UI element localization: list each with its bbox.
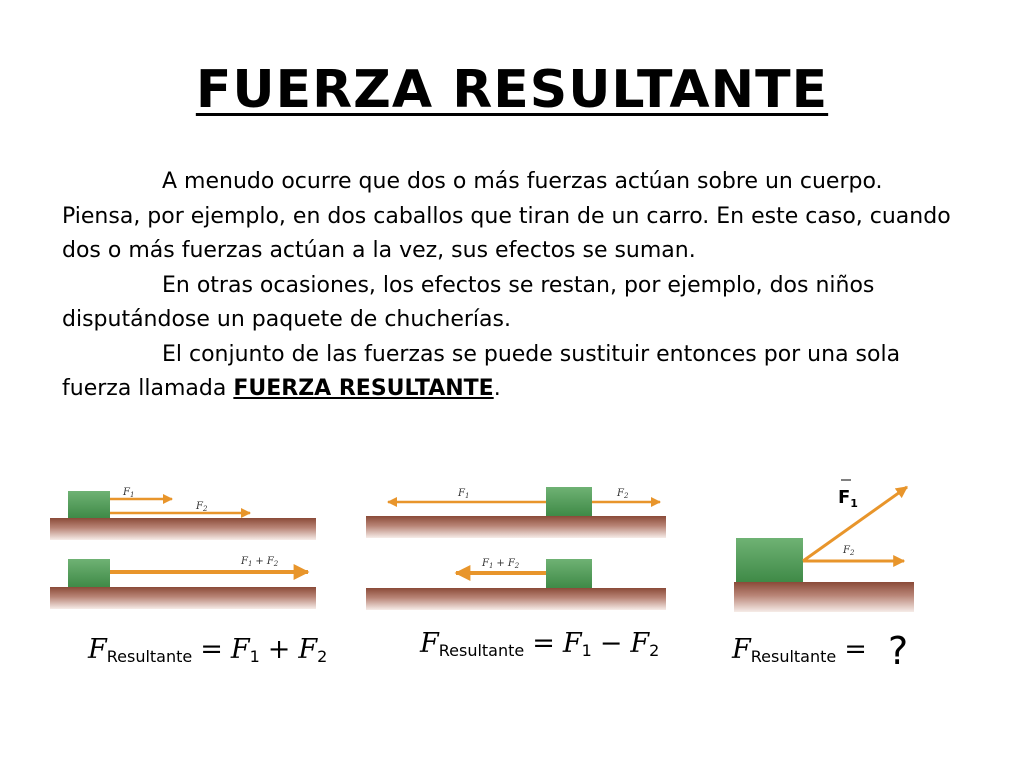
- question-mark: ?: [888, 629, 908, 673]
- label-f1: F1: [457, 488, 469, 500]
- diagram-angled: F1 F2 FResultante= ?: [731, 479, 914, 673]
- diagram-sum: F1 F2 F1+F2 FResultante=F1+F2: [50, 487, 327, 666]
- ground-surface: [734, 582, 914, 612]
- paragraph-1: A menudo ocurre que dos o más fuerzas ac…: [62, 169, 951, 263]
- label-f1: F1: [122, 487, 134, 499]
- body-text: A menudo ocurre que dos o más fuerzas ac…: [62, 165, 962, 407]
- paragraph-2: En otras ocasiones, los efectos se resta…: [62, 272, 875, 333]
- formula-sum: FResultante=F1+F2: [87, 634, 327, 666]
- paragraph-3: El conjunto de las fuerzas se puede sust…: [62, 338, 962, 407]
- label-f1-plus-f2: F1+F2: [481, 558, 520, 570]
- block: [546, 487, 592, 516]
- paragraph-3-text: El conjunto de las fuerzas se puede sust…: [62, 341, 901, 402]
- ground-surface: [50, 518, 316, 540]
- block: [736, 538, 803, 582]
- page-title: FUERZA RESULTANTE: [0, 60, 1024, 120]
- label-f2: F2: [842, 545, 855, 557]
- formula-unknown: FResultante=: [731, 634, 867, 666]
- diagram-difference: F1 F2 F1+F2 FResultante=F1−F2: [366, 487, 666, 660]
- block: [68, 491, 110, 518]
- title-text: FUERZA RESULTANTE: [195, 60, 829, 120]
- formula-difference: FResultante=F1−F2: [419, 628, 659, 660]
- ground-surface: [50, 587, 316, 609]
- block: [546, 559, 592, 588]
- ground-surface: [366, 588, 666, 610]
- block: [68, 559, 110, 587]
- label-f1-large: F1: [838, 487, 858, 510]
- label-f2: F2: [616, 488, 629, 500]
- paragraph-3-emphasis: FUERZA RESULTANTE: [233, 376, 494, 401]
- paragraph-3-end: .: [493, 376, 501, 401]
- ground-surface: [366, 516, 666, 538]
- label-f2: F2: [195, 501, 208, 513]
- force-arrow-f1: [802, 485, 908, 563]
- label-f1-plus-f2: F1+F2: [240, 556, 279, 568]
